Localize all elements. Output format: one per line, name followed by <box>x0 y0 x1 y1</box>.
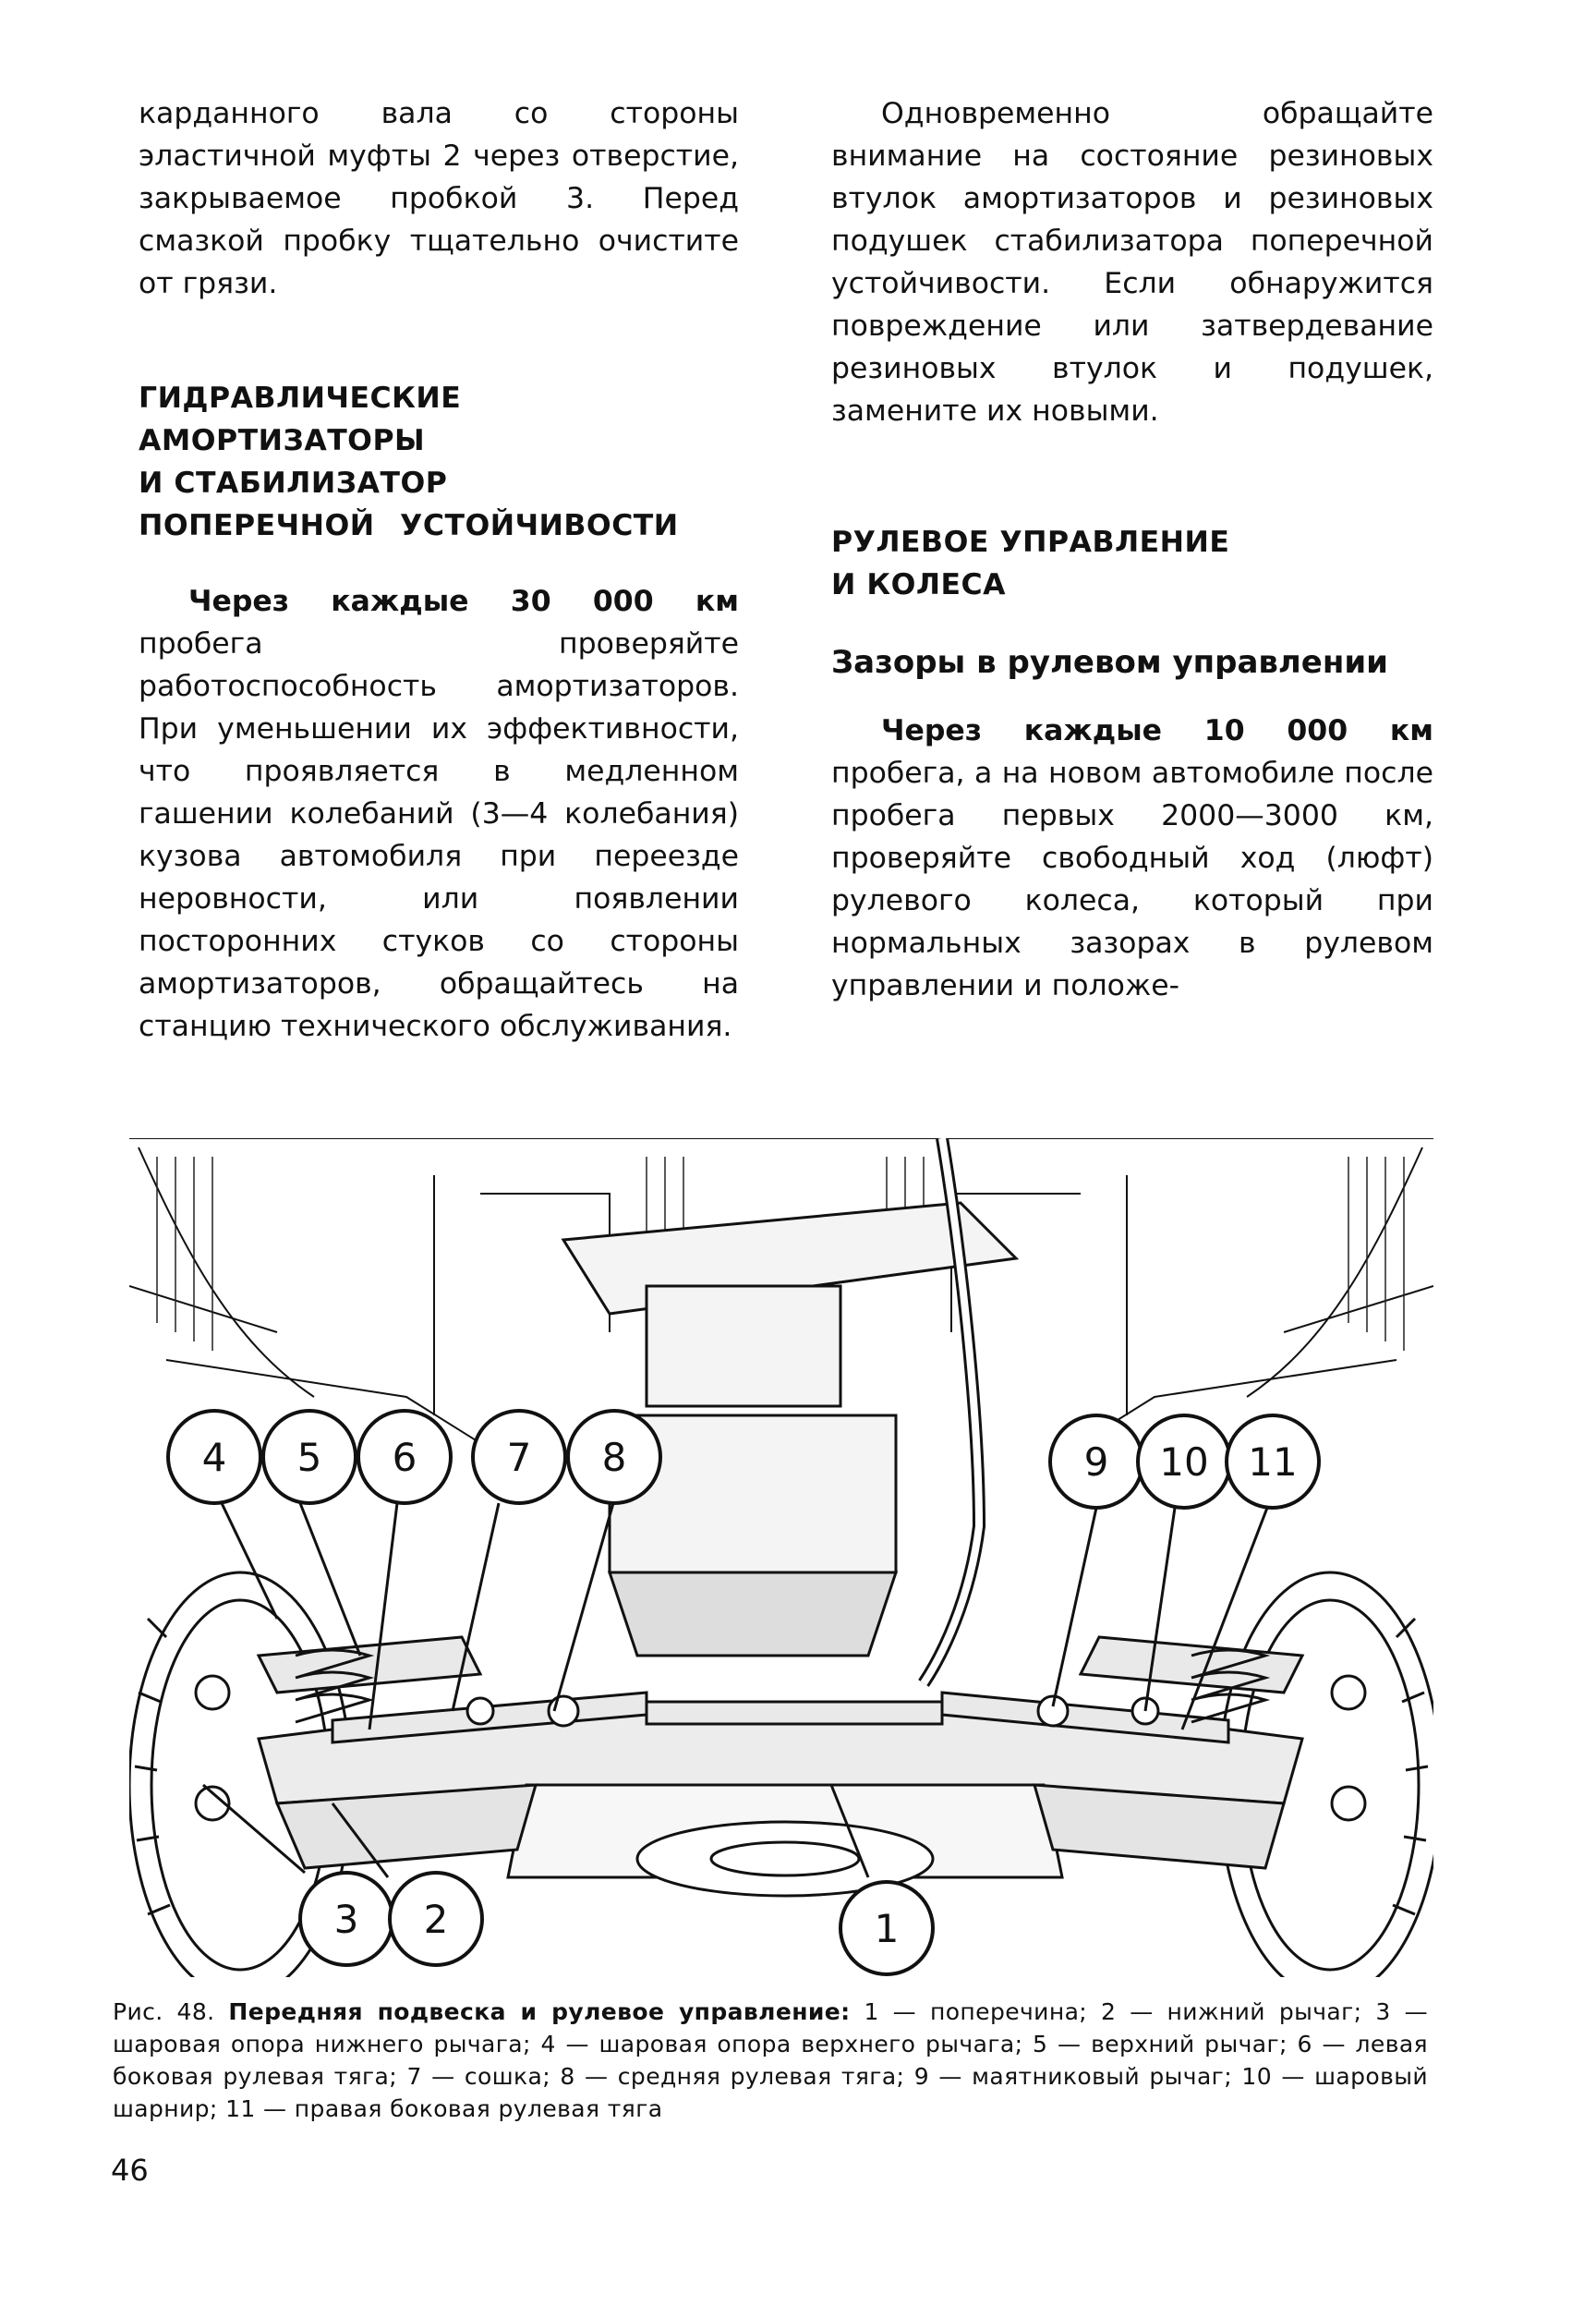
figure-caption: Рис. 48. Передняя подвеска и рулевое упр… <box>113 1996 1428 2125</box>
heading-line: РУЛЕВОЕ УПРАВЛЕНИЕ <box>831 526 1230 559</box>
callout-1: 1 <box>839 1880 935 1976</box>
heading-line: И КОЛЕСА <box>831 568 1007 601</box>
callout-label: 8 <box>602 1435 627 1480</box>
steering-play-subheading: Зазоры в рулевом управлении <box>831 644 1389 681</box>
callout-label: 9 <box>1084 1439 1109 1485</box>
callout-label: 10 <box>1159 1439 1208 1485</box>
callout-label: 3 <box>334 1897 359 1942</box>
caption-prefix: Рис. 48. <box>113 1998 229 2025</box>
callout-label: 5 <box>297 1435 322 1480</box>
shock-absorbers-paragraph: Через каждые 30 000 км пробега проверяйт… <box>139 580 739 1048</box>
page-number: 46 <box>111 2153 149 2188</box>
callout-label: 7 <box>507 1435 532 1480</box>
caption-title: Передняя подвеска и рулевое управление: <box>228 1998 851 2025</box>
callout-11: 11 <box>1225 1414 1321 1510</box>
lower-arms <box>274 1783 1286 1870</box>
heading-line: ПОПЕРЕЧНОЙ УСТОЙЧИВОСТИ <box>139 509 679 542</box>
engine-block <box>561 1201 1020 1657</box>
callout-7: 7 <box>471 1409 567 1505</box>
heading-line: И СТАБИЛИЗАТОР <box>139 467 448 500</box>
paragraph-body: пробега проверяйте работоспособность амо… <box>139 627 739 1043</box>
shock-absorbers-heading: ГИДРАВЛИЧЕСКИЕ АМОРТИЗАТОРЫ И СТАБИЛИЗАТ… <box>139 377 739 547</box>
callout-4: 4 <box>166 1409 262 1505</box>
ball-joints <box>194 1674 1367 1822</box>
springs <box>295 1648 1271 1724</box>
heading-line: АМОРТИЗАТОРЫ <box>139 424 426 457</box>
callout-9: 9 <box>1048 1414 1144 1510</box>
callout-label: 1 <box>875 1906 900 1951</box>
caption-text: 1 — поперечина; 2 — нижний рычаг; 3 — ша… <box>113 1998 1428 2122</box>
callout-6: 6 <box>357 1409 453 1505</box>
steering-play-paragraph: Через каждые 10 000 км пробега, а на нов… <box>831 710 1433 1007</box>
interval-lead: Через каждые 10 000 км <box>881 714 1433 747</box>
callout-label: 4 <box>202 1435 227 1480</box>
interval-lead: Через каждые 30 000 км <box>188 585 739 618</box>
suspension-drawing: 4 5 6 7 8 9 10 11 <box>129 1138 1433 1977</box>
callout-8: 8 <box>566 1409 662 1505</box>
callout-5: 5 <box>261 1409 357 1505</box>
right-column: Одновременно обращайте внимание на состо… <box>831 92 1433 1007</box>
steering-heading: РУЛЕВОЕ УПРАВЛЕНИЕ И КОЛЕСА <box>831 521 1433 606</box>
left-column: карданного вала со стороны эластичной му… <box>139 92 739 1048</box>
right-continuation-paragraph: Одновременно обращайте внимание на состо… <box>831 97 1433 428</box>
callout-leaders <box>202 1502 1269 1878</box>
callout-label: 6 <box>393 1435 417 1480</box>
callout-2: 2 <box>388 1871 484 1967</box>
callout-label: 11 <box>1248 1439 1297 1485</box>
callout-label: 2 <box>424 1897 449 1942</box>
callout-3: 3 <box>298 1871 394 1967</box>
callout-10: 10 <box>1136 1414 1232 1510</box>
paragraph-body: пробега, а на новом автомобиле после про… <box>831 757 1433 1002</box>
front-suspension-figure: 4 5 6 7 8 9 10 11 <box>129 1138 1433 1977</box>
heading-line: ГИДРАВЛИЧЕСКИЕ <box>139 382 462 415</box>
left-continuation-paragraph: карданного вала со стороны эластичной му… <box>139 97 739 300</box>
